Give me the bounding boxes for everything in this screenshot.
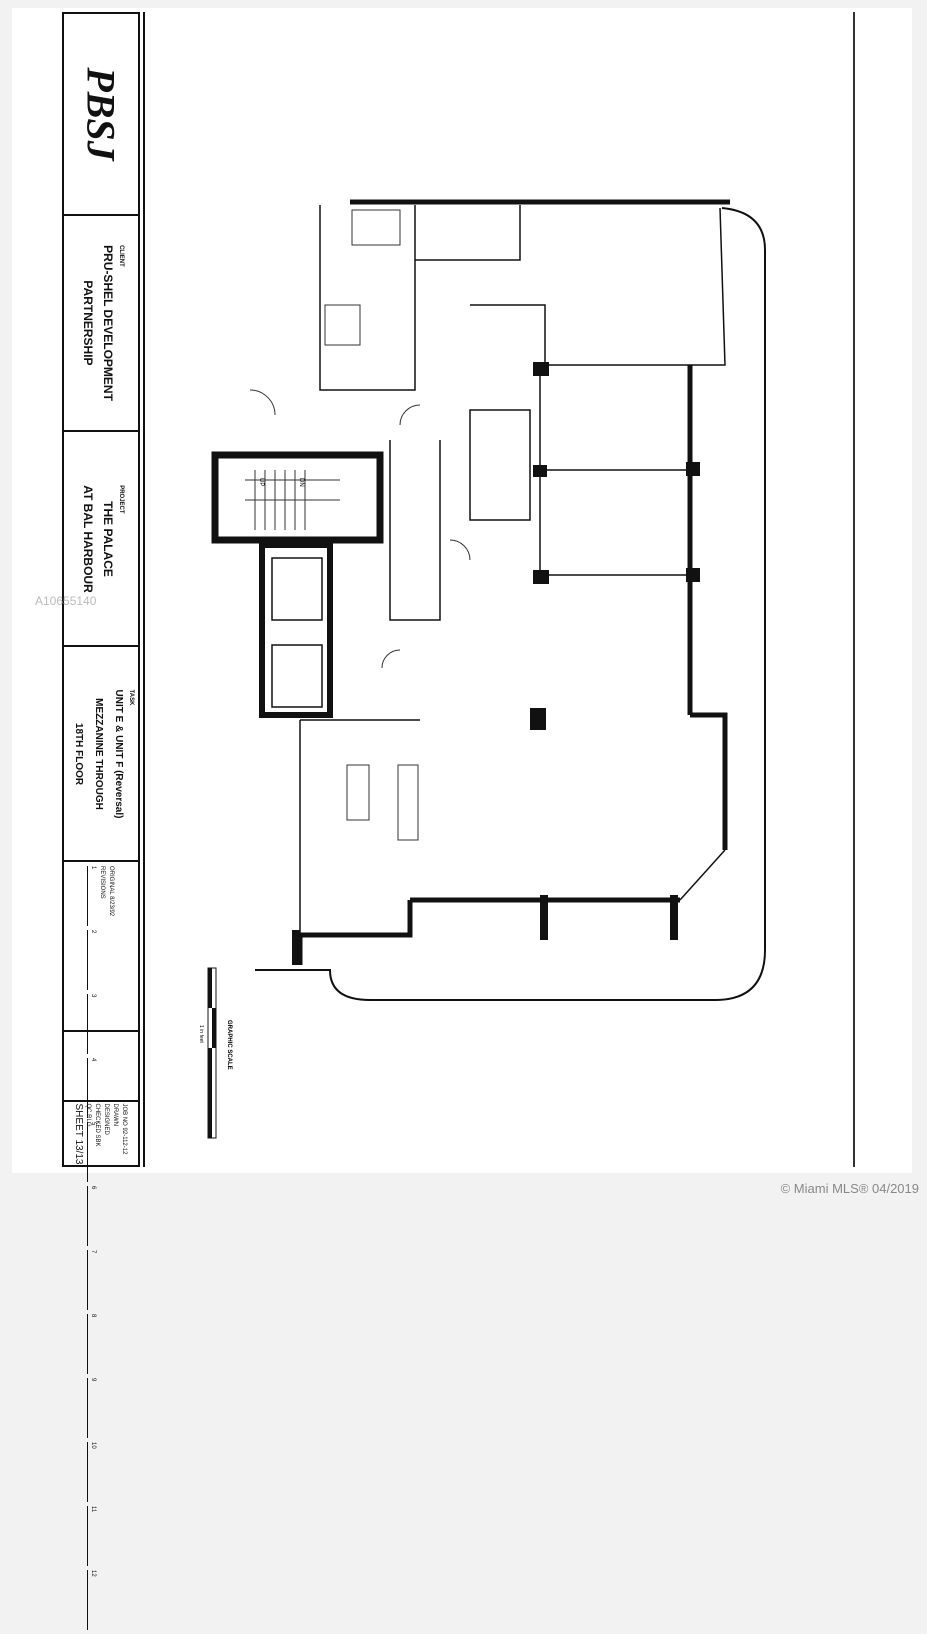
floor-plan: UP DN GRAPHIC SCALE 1 in feet	[198, 199, 766, 1139]
revisions-cell: ORIGINAL 8/23/92 REVISIONS 1234567891011…	[64, 862, 138, 1630]
revision-row: 7	[87, 1250, 97, 1310]
stamp-cell	[64, 1032, 138, 1102]
stair-core: UP DN	[211, 451, 384, 544]
border-line	[143, 12, 145, 1167]
graphic-scale: GRAPHIC SCALE 1 in feet	[198, 967, 232, 1139]
task-cell: TASK UNIT E & UNIT F (Reversal) MEZZANIN…	[64, 647, 138, 862]
graphic-scale-label: GRAPHIC SCALE	[226, 1020, 232, 1070]
elevators	[259, 542, 333, 718]
stair-up-label: UP	[258, 478, 264, 486]
revision-row: 11	[87, 1506, 97, 1566]
client-cell: CLIENT PRU-SHEL DEVELOPMENT PARTNERSHIP	[64, 216, 138, 432]
revision-row: 8	[87, 1314, 97, 1374]
logo-cell: PBSJ	[64, 14, 138, 216]
revision-row: 12	[87, 1570, 97, 1630]
scale-note: 1 in feet	[198, 1025, 204, 1043]
project-cell: PROJECT THE PALACE AT BAL HARBOUR	[64, 432, 138, 647]
title-block: PBSJ CLIENT PRU-SHEL DEVELOPMENT PARTNER…	[62, 12, 140, 1630]
balcony-outline	[255, 207, 766, 1001]
listing-id-watermark: A10655140	[35, 594, 97, 608]
interior-walls	[299, 205, 726, 935]
mls-credit: © Miami MLS® 04/2019	[780, 1181, 919, 1196]
border-line-right	[853, 12, 855, 1167]
stair-down-label: DN	[298, 478, 304, 487]
fixtures	[249, 209, 471, 841]
columns	[292, 362, 700, 965]
exterior-walls	[297, 199, 730, 965]
revision-row: 10	[87, 1442, 97, 1502]
revision-row: 9	[87, 1378, 97, 1438]
